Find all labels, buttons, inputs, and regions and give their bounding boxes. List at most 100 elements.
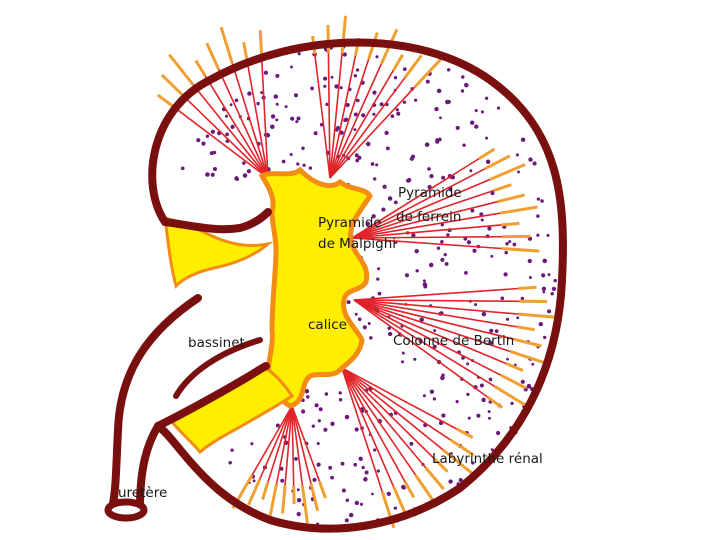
cortex-dot xyxy=(440,223,444,227)
cortex-dot xyxy=(466,362,470,366)
cortex-dot xyxy=(361,113,366,118)
ureter-inner xyxy=(173,337,263,399)
cortex-dot xyxy=(209,151,214,156)
cortex-dot xyxy=(382,184,387,189)
cortex-dot xyxy=(339,86,343,90)
cortex-dot xyxy=(474,124,479,129)
cortex-dot xyxy=(415,269,419,273)
ferrein-ray xyxy=(317,480,327,499)
malpighi-ray xyxy=(353,287,519,301)
hilum-fat-upper xyxy=(163,215,274,289)
malpighi-ray xyxy=(341,367,458,430)
cortex-dot xyxy=(290,65,293,69)
malpighi-ray xyxy=(275,405,293,485)
cortex-dot xyxy=(425,79,430,84)
malpighi-ray xyxy=(351,178,491,239)
malpighi-ray xyxy=(353,299,517,328)
cortex-dot xyxy=(375,163,379,167)
cortex-dot xyxy=(314,403,319,408)
cortex-dot xyxy=(536,197,541,201)
cortex-dot xyxy=(469,169,473,173)
cortex-dot xyxy=(344,518,349,523)
ferrein-ray xyxy=(493,183,512,192)
cortex-dot xyxy=(302,163,306,167)
cortex-dot xyxy=(506,357,509,361)
malpighi-ray xyxy=(291,405,304,486)
cortex-dot xyxy=(520,137,526,142)
ferrein-ray xyxy=(513,337,542,348)
cortex-dot xyxy=(401,484,406,490)
cortex-dot xyxy=(387,331,393,337)
cortex-dot xyxy=(357,317,362,322)
cortex-dot xyxy=(275,73,280,78)
cortex-dot xyxy=(443,252,447,257)
cortex-dot xyxy=(517,170,520,174)
cortex-dot xyxy=(385,146,390,151)
cortex-dot xyxy=(541,286,547,291)
cortex-dot xyxy=(536,214,540,218)
cortex-dot xyxy=(429,389,435,394)
cortex-dot xyxy=(472,248,477,253)
cortex-dot xyxy=(393,506,397,510)
cortex-dot xyxy=(487,410,491,414)
ferrein-ray xyxy=(499,205,538,215)
cortex-dot xyxy=(432,344,437,349)
pyramid-upper-left xyxy=(156,26,269,179)
cortex-dot xyxy=(270,124,275,130)
malpighi-ray xyxy=(341,367,427,469)
cortex-dot xyxy=(345,498,349,502)
cortex-dot xyxy=(427,167,431,171)
malpighi-ray xyxy=(329,58,370,179)
cortex-dot xyxy=(373,448,377,452)
pyramid-lower-middle xyxy=(353,285,557,409)
cortex-dot xyxy=(495,430,501,436)
cortex-dot xyxy=(323,427,328,432)
cortex-dot xyxy=(516,316,520,320)
cortex-dot xyxy=(540,199,544,203)
cortex-dot xyxy=(546,233,550,237)
ferrein-ray xyxy=(516,325,535,332)
cortex-dot xyxy=(480,110,485,114)
cortex-dot xyxy=(341,488,346,493)
cortex-dot xyxy=(396,111,401,116)
cortex-dot xyxy=(423,284,428,289)
cortex-dot xyxy=(201,141,206,146)
cortex-dot xyxy=(411,233,416,238)
cortex-dot xyxy=(234,176,239,181)
cortex-dot xyxy=(234,98,239,103)
cortex-dot xyxy=(361,465,365,470)
cortex-dot xyxy=(293,93,299,98)
cortex-dot xyxy=(414,98,418,102)
cortex-dot xyxy=(474,303,478,307)
malpighi-ray xyxy=(351,200,498,239)
cortex-dot xyxy=(323,84,327,88)
cortex-dot xyxy=(485,159,491,165)
cortex-dot xyxy=(432,397,437,401)
malpighi-ray xyxy=(341,367,395,488)
cortex-dot xyxy=(316,462,321,467)
cortex-dot xyxy=(466,392,470,397)
cortex-dot xyxy=(440,240,444,244)
cortex-dot xyxy=(246,169,251,174)
malpighi-ray xyxy=(351,237,502,250)
malpighi-ray xyxy=(171,105,269,179)
cortex-dot xyxy=(210,172,215,177)
cortex-dot xyxy=(372,112,376,116)
ferrein-ray xyxy=(510,350,548,365)
ferrein-ray xyxy=(300,485,309,524)
cortex-dot xyxy=(372,90,377,95)
cortex-dot xyxy=(284,105,288,109)
cortex-dot xyxy=(290,116,295,121)
cortex-dot xyxy=(410,154,416,159)
sinus-wall-upper xyxy=(161,208,272,234)
malpighi-ray xyxy=(291,405,295,487)
cortex-dot xyxy=(354,500,359,506)
malpighi-pyramids xyxy=(156,15,557,529)
cortex-dot xyxy=(528,276,532,279)
malpighi-ray xyxy=(351,224,502,239)
cortex-dot xyxy=(414,248,419,254)
malpighi-ray xyxy=(329,55,357,179)
cortex-dot xyxy=(464,82,469,88)
cortex-dot xyxy=(362,325,367,330)
label-pyramide-malpighi-1: Pyramide xyxy=(318,215,382,231)
